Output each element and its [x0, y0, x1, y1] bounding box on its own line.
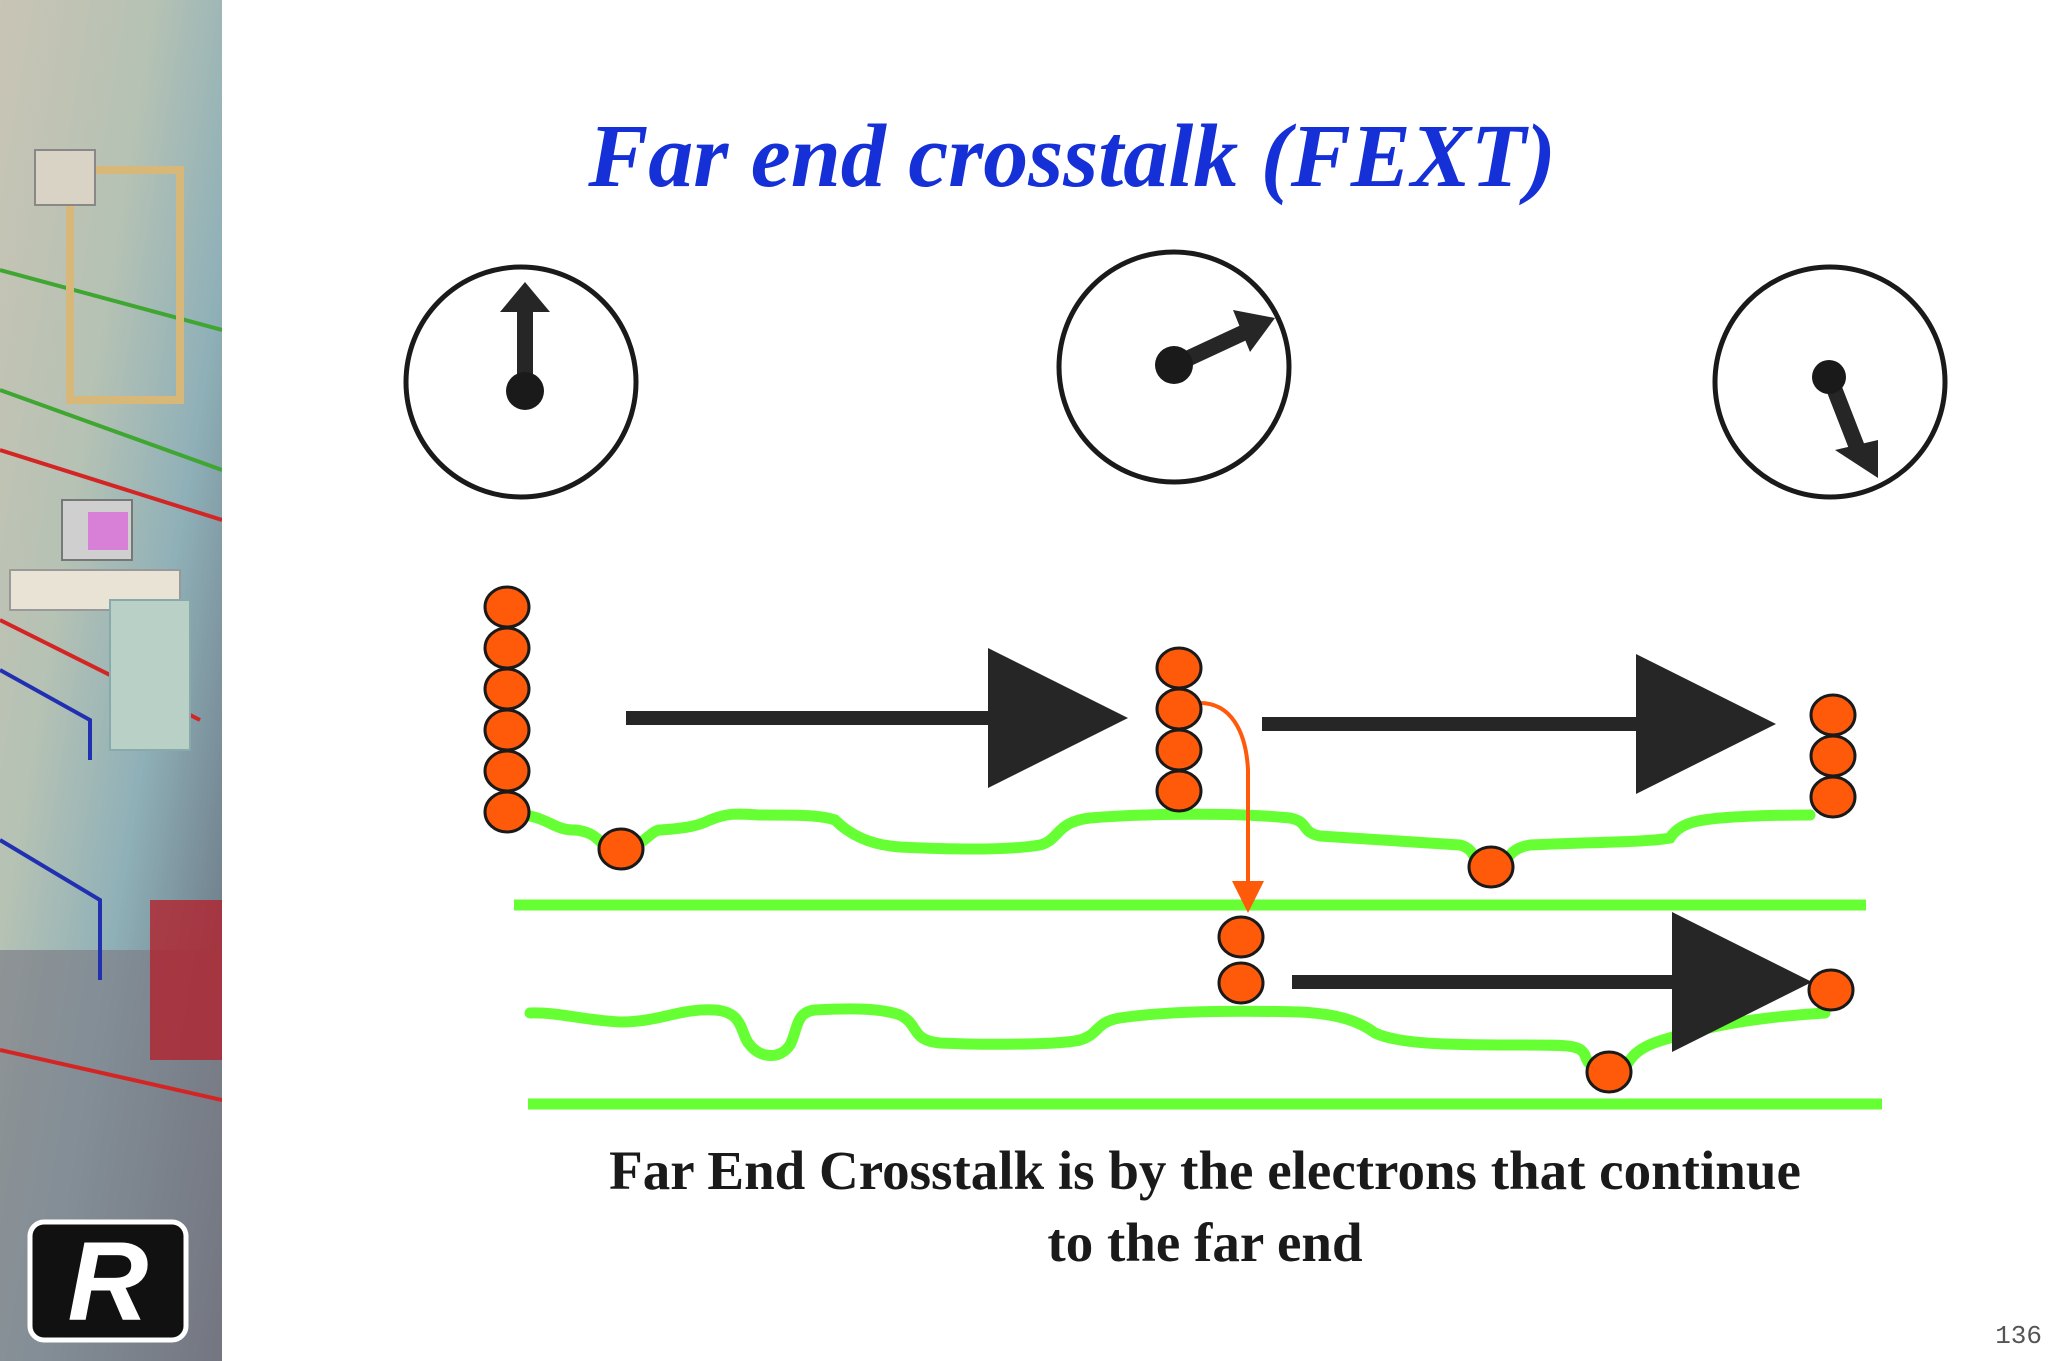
electron-icon	[1155, 728, 1203, 772]
electron-icon	[483, 790, 531, 834]
electron-icon	[1155, 687, 1203, 731]
sidebar-image: R	[0, 0, 222, 1361]
electron-icon	[483, 585, 531, 629]
electron-icon	[1155, 646, 1203, 690]
signal-trace-lower	[524, 1003, 1831, 1078]
electron-icon	[1807, 968, 1855, 1012]
clock-icon	[403, 264, 639, 500]
electron-icon	[1217, 961, 1265, 1005]
electron-icon	[1809, 734, 1857, 778]
clock-icon	[1712, 264, 1948, 500]
signal-trace-upper	[524, 808, 1816, 878]
electron-icon	[1467, 845, 1515, 889]
electron-icon	[597, 827, 645, 871]
electron-icon	[1809, 775, 1857, 819]
electron-icon	[1155, 769, 1203, 813]
electron-icon	[483, 749, 531, 793]
electron-icon	[1809, 693, 1857, 737]
electron-icon	[483, 708, 531, 752]
caption-line: to the far end	[1047, 1212, 1363, 1273]
caption-line: Far End Crosstalk is by the electrons th…	[609, 1140, 1801, 1201]
slide-caption: Far End Crosstalk is by the electrons th…	[520, 1135, 1890, 1279]
electron-icon	[483, 626, 531, 670]
clock-icon	[1056, 249, 1292, 485]
logo-icon: R	[27, 1219, 189, 1344]
electron-icon	[483, 667, 531, 711]
svg-text:R: R	[68, 1219, 149, 1344]
page-number: 136	[1995, 1321, 2042, 1351]
coupling-arrow	[1199, 701, 1264, 913]
electron-icon	[1217, 915, 1265, 959]
electron-icon	[1585, 1050, 1633, 1094]
slide-title: Far end crosstalk (FEXT)	[588, 107, 1556, 206]
